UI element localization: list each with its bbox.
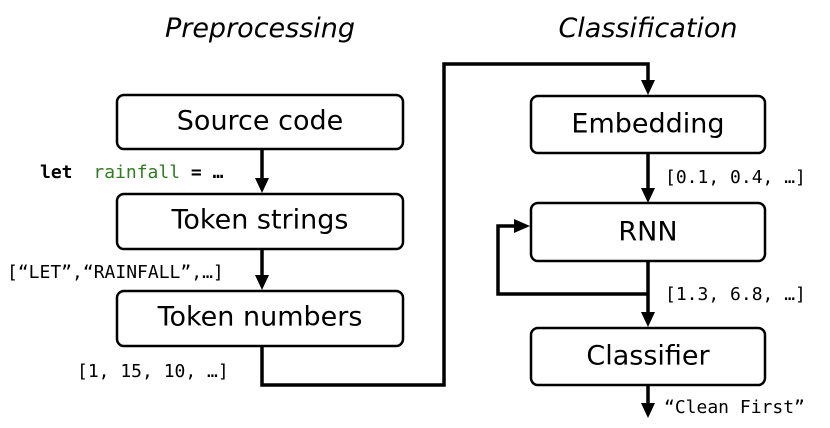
source-code-label: Source code	[177, 106, 343, 137]
arrowhead-source-to-strings	[255, 178, 269, 193]
rnn-recurrent-loop	[496, 224, 648, 296]
connector-numbers-to-embedding	[260, 62, 650, 387]
embedding-output-vector: [0.1, 0.4, …]	[665, 167, 806, 188]
rnn-box	[529, 201, 767, 263]
embedding-box	[529, 94, 767, 155]
code-identifier: rainfall	[93, 162, 180, 183]
token-strings-label: Token strings	[171, 205, 349, 236]
classification-heading: Classification	[558, 13, 737, 44]
token-strings-box	[115, 192, 405, 251]
classifier-box	[529, 326, 767, 387]
classifier-label: Classifier	[586, 341, 710, 372]
token-numbers-box	[115, 289, 405, 348]
embedding-label: Embedding	[571, 109, 724, 140]
arrowhead-numbers-to-embedding	[641, 80, 655, 95]
arrowhead-strings-to-numbers	[255, 275, 269, 290]
code-keyword: let	[40, 162, 73, 183]
arrowhead-classifier-output	[641, 403, 655, 418]
rnn-output-vector: [1.3, 6.8, …]	[665, 284, 806, 305]
source-code-snippet: let rainfall = …	[40, 162, 224, 183]
code-rest: = …	[191, 162, 224, 183]
rnn-label: RNN	[618, 217, 677, 248]
preprocessing-heading: Preprocessing	[165, 13, 355, 44]
token-number-list: [1, 15, 10, …]	[77, 361, 229, 382]
classifier-output-label: “Clean First”	[664, 397, 805, 418]
token-string-list: [“LET”,“RAINFALL”,…]	[7, 262, 224, 283]
arrowhead-rnn-to-classifier	[641, 312, 655, 327]
source-code-box	[115, 93, 405, 151]
arrowhead-embedding-to-rnn	[641, 188, 655, 203]
arrowhead-rnn-loop	[514, 219, 530, 233]
token-numbers-label: Token numbers	[157, 302, 363, 333]
